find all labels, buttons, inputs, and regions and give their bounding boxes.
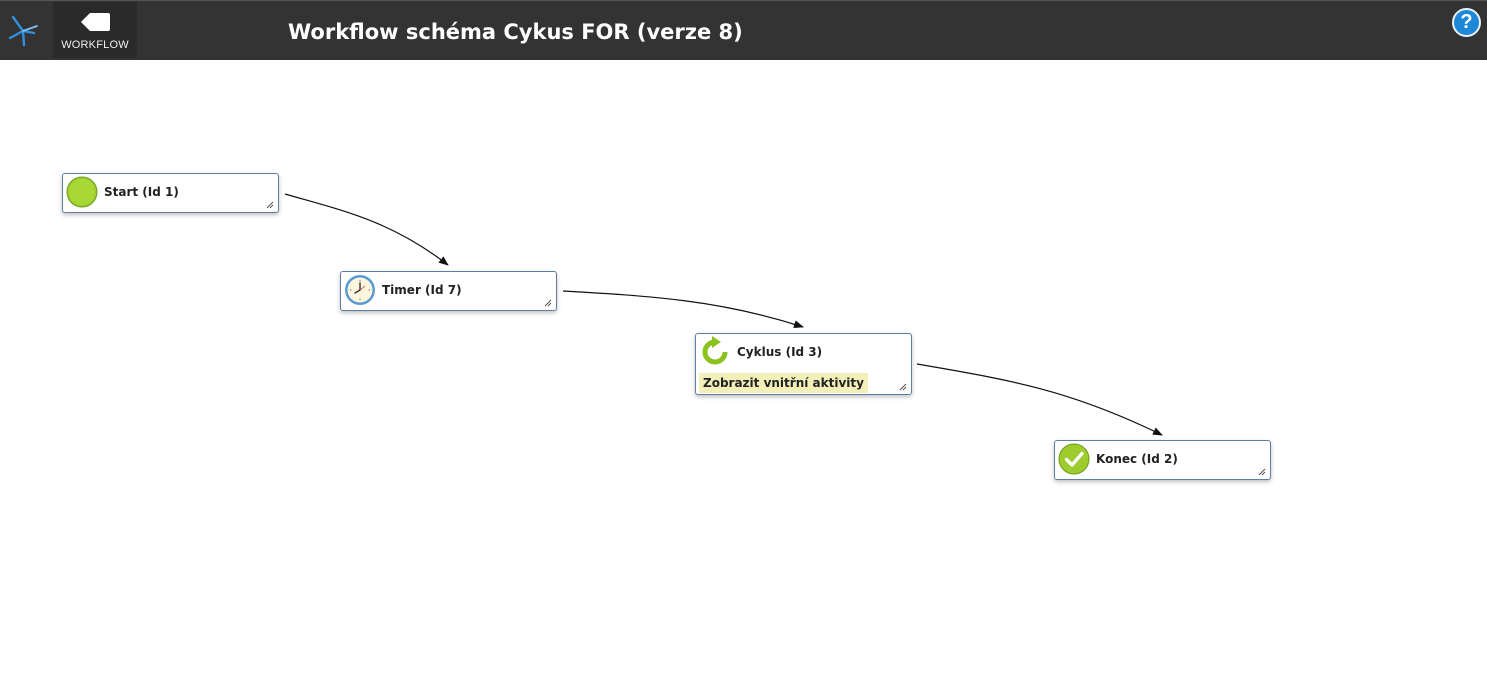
resize-grip-icon[interactable]: [544, 299, 552, 307]
clock-icon: [345, 275, 375, 305]
edge-start-to-timer: [284, 193, 449, 266]
back-button-label: WORKFLOW: [61, 39, 129, 51]
node-label: Timer (Id 7): [382, 283, 462, 297]
resize-grip-icon[interactable]: [266, 201, 274, 209]
logo-icon: [8, 15, 38, 46]
loop-icon: [702, 336, 728, 365]
workflow-edges: [284, 193, 1163, 436]
node-label: Konec (Id 2): [1096, 452, 1178, 466]
node-cyklus[interactable]: Cyklus (Id 3) Zobrazit vnitřní aktivity: [695, 333, 912, 395]
show-inner-activities-link[interactable]: Zobrazit vnitřní aktivity: [699, 373, 868, 393]
node-label: Start (Id 1): [104, 185, 179, 199]
edge-cyklus-to-konec: [916, 363, 1163, 436]
back-to-workflow-button[interactable]: WORKFLOW: [53, 2, 137, 58]
node-timer[interactable]: Timer (Id 7): [340, 271, 557, 311]
workflow-canvas: Start (Id 1) Timer (Id 7) Cyklus (Id 3) …: [0, 60, 1487, 673]
start-circle-icon: [66, 176, 98, 208]
page-title: Workflow schéma Cykus FOR (verze 8): [288, 20, 743, 44]
help-button[interactable]: ?: [1452, 8, 1481, 37]
help-icon: ?: [1460, 11, 1473, 33]
edge-timer-to-cyklus: [562, 290, 804, 329]
node-konec[interactable]: Konec (Id 2): [1054, 440, 1271, 480]
back-arrow-icon: [81, 13, 110, 31]
top-bar: WORKFLOW Workflow schéma Cykus FOR (verz…: [0, 0, 1487, 60]
node-label: Cyklus (Id 3): [737, 345, 823, 359]
checkmark-icon: [1058, 443, 1090, 475]
app-logo[interactable]: [0, 1, 46, 60]
resize-grip-icon[interactable]: [1258, 468, 1266, 476]
node-start[interactable]: Start (Id 1): [62, 173, 279, 213]
resize-grip-icon[interactable]: [899, 383, 907, 391]
